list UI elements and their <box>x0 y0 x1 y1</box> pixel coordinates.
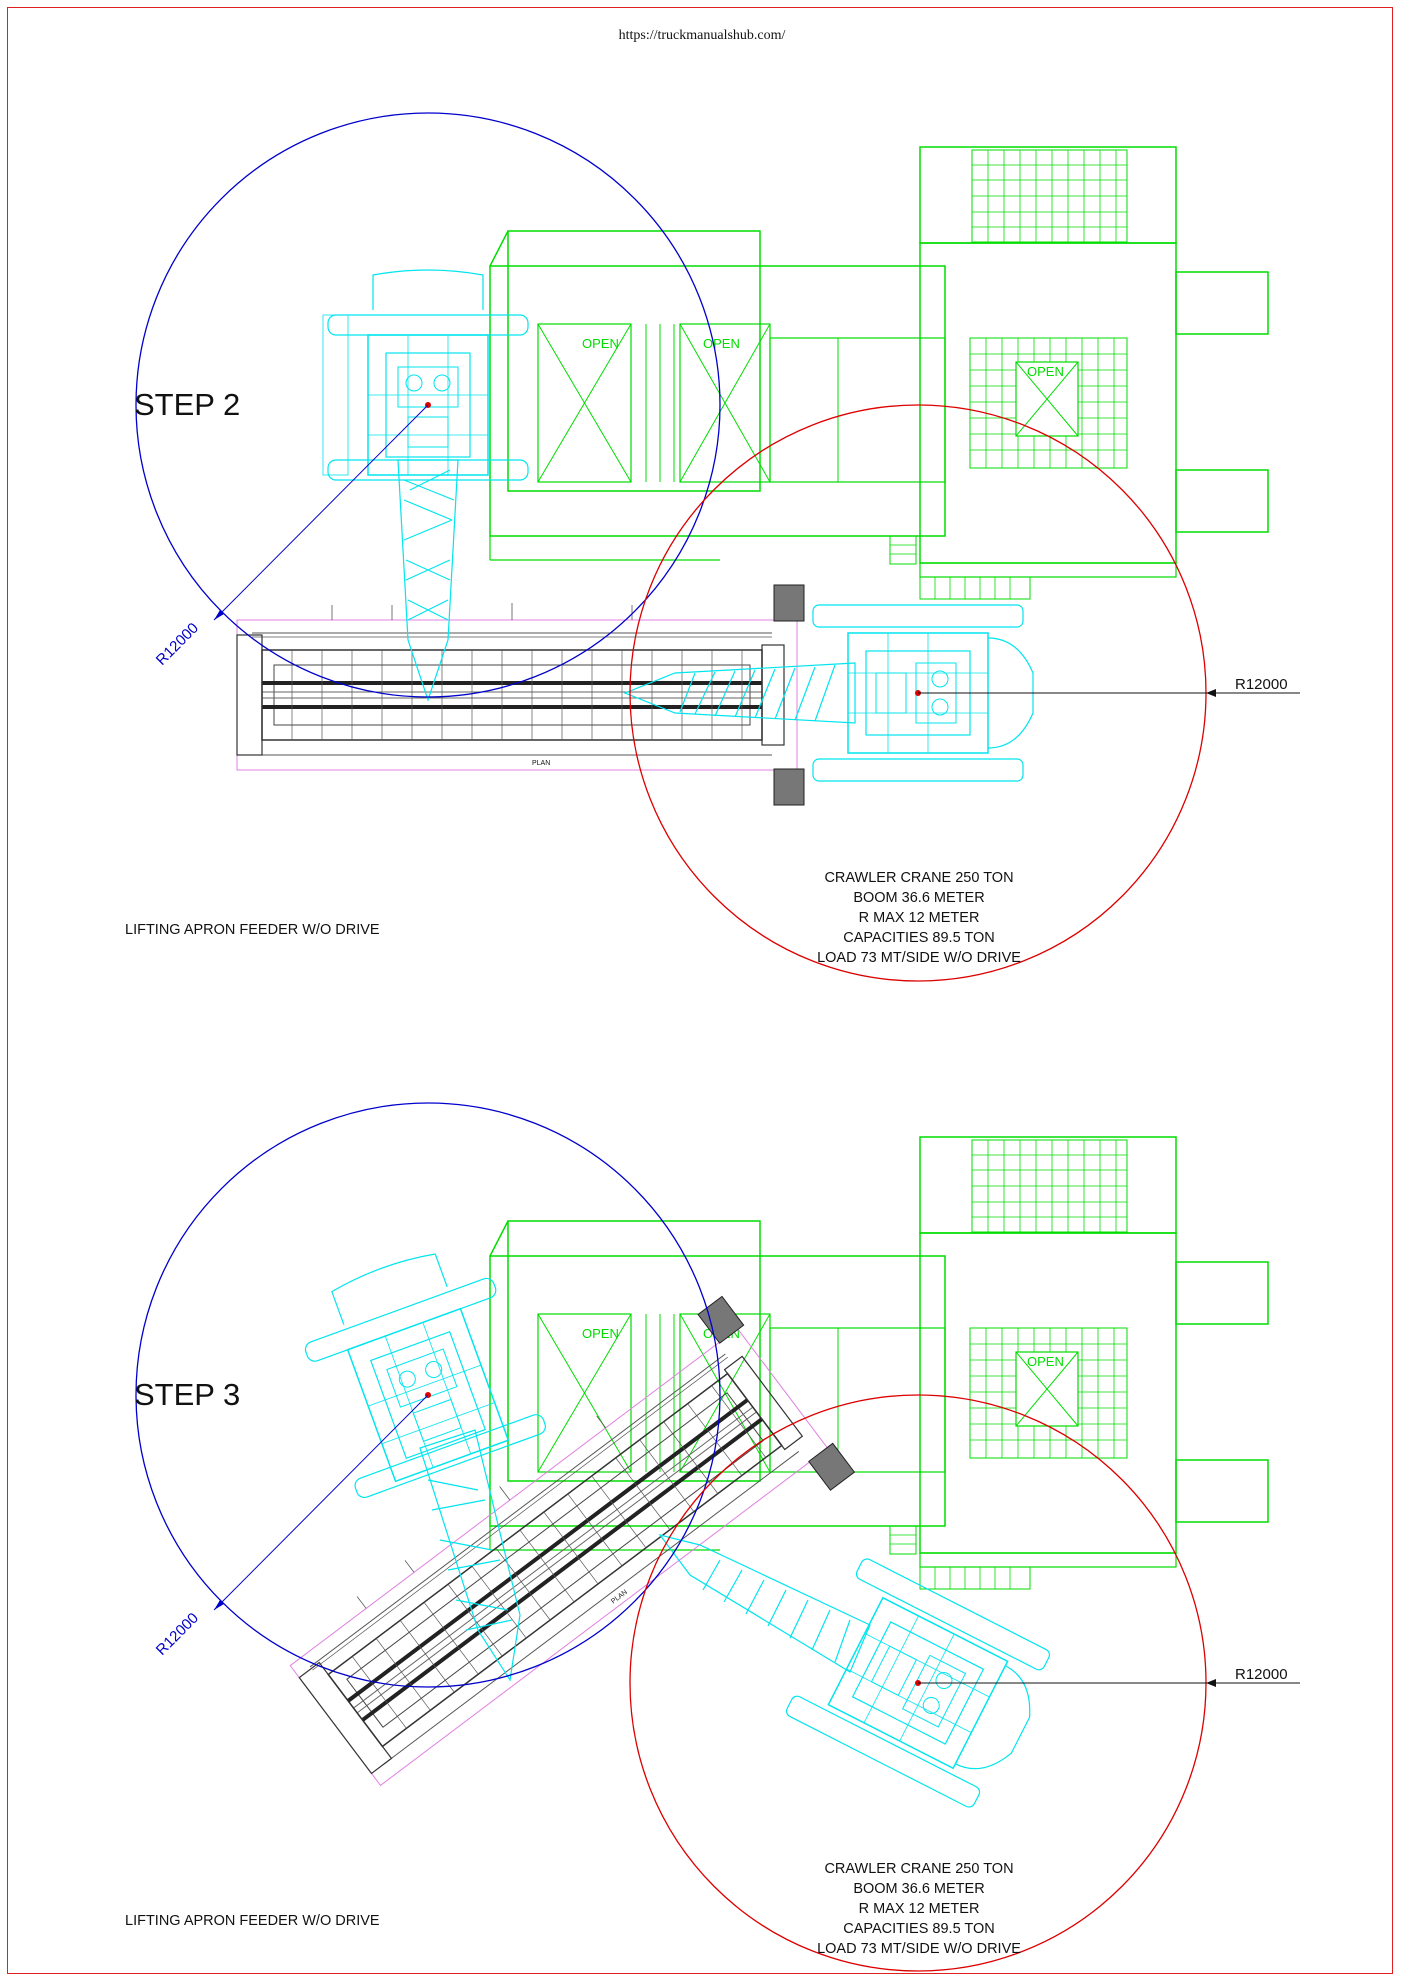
radius-label-right: R12000 <box>1235 1666 1288 1683</box>
feeder-plan-label: PLAN <box>532 760 550 767</box>
crane-boom-left <box>419 1429 521 1682</box>
step-caption: LIFTING APRON FEEDER W/O DRIVE <box>125 1913 380 1929</box>
radius-leader-left <box>213 1394 429 1611</box>
open-label: OPEN <box>582 1326 619 1341</box>
crane-spec-line: CAPACITIES 89.5 TON <box>843 930 995 946</box>
step-title: STEP 3 <box>134 1377 240 1412</box>
radius-arrow-left <box>214 1600 224 1610</box>
site-url[interactable]: https://truckmanualshub.com/ <box>618 28 786 43</box>
page-border <box>7 7 1393 1974</box>
radius-arrow-right <box>1206 689 1216 697</box>
crane-left <box>322 269 529 481</box>
radius-label-left: R12000 <box>153 620 202 669</box>
building-structure <box>489 1136 1269 1590</box>
crane-spec-line: R MAX 12 METER <box>859 910 980 926</box>
crane-boom-left <box>397 459 459 702</box>
crane-specs: CRAWLER CRANE 250 TON BOOM 36.6 METER R … <box>817 1861 1021 1957</box>
crane-right <box>785 1558 1051 1808</box>
crane-spec-line: CRAWLER CRANE 250 TON <box>824 870 1013 886</box>
radius-arrow-left <box>214 610 224 620</box>
crane-left <box>304 1253 546 1499</box>
step-2-panel: OPEN OPEN OPEN PLAN <box>125 112 1300 982</box>
crane-spec-line: CRAWLER CRANE 250 TON <box>824 1861 1013 1877</box>
open-label: OPEN <box>703 336 740 351</box>
open-label: OPEN <box>1027 364 1064 379</box>
step-title: STEP 2 <box>134 387 240 422</box>
step-3-panel: OPEN OPEN OPEN PLAN <box>125 1102 1300 1972</box>
crane-spec-line: LOAD 73 MT/SIDE W/O DRIVE <box>817 950 1021 966</box>
crane-spec-line: R MAX 12 METER <box>859 1901 980 1917</box>
open-label: OPEN <box>1027 1354 1064 1369</box>
crane-boom-right <box>658 1534 871 1673</box>
crane-specs: CRAWLER CRANE 250 TON BOOM 36.6 METER R … <box>817 870 1021 966</box>
crane-boom-right <box>623 662 856 724</box>
radius-label-right: R12000 <box>1235 676 1288 693</box>
crane-spec-line: BOOM 36.6 METER <box>853 890 984 906</box>
crane-spec-line: BOOM 36.6 METER <box>853 1881 984 1897</box>
crane-spec-line: CAPACITIES 89.5 TON <box>843 1921 995 1937</box>
radius-leader-left <box>213 404 429 621</box>
working-radius-circle-left <box>135 1102 721 1688</box>
open-label: OPEN <box>582 336 619 351</box>
radius-arrow-right <box>1206 1679 1216 1687</box>
working-radius-circle-left <box>135 112 721 698</box>
crane-spec-line: LOAD 73 MT/SIDE W/O DRIVE <box>817 1941 1021 1957</box>
building-structure <box>489 146 1269 600</box>
apron-feeder: PLAN <box>235 583 806 807</box>
step-caption: LIFTING APRON FEEDER W/O DRIVE <box>125 922 380 938</box>
radius-label-left: R12000 <box>153 1610 202 1659</box>
